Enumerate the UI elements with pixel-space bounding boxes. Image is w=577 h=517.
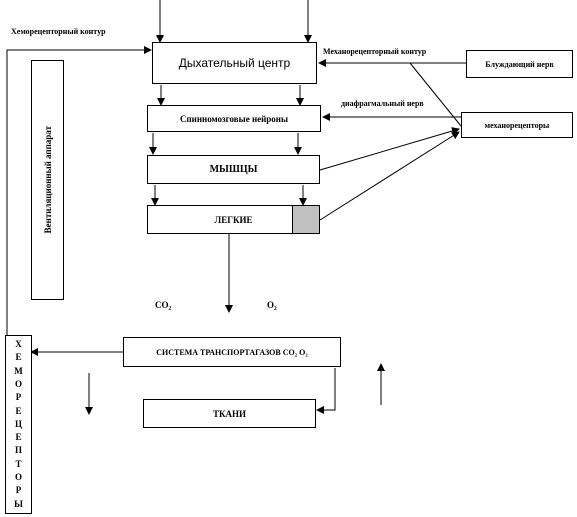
chemoreceptors-letter: Р (15, 485, 22, 496)
phrenic-nerve-label: диафрагмальный нерв (341, 99, 424, 108)
transport-system-label: СИСТЕМА ТРАНСПОРТАГАЗОВ CO₂ O₂ (156, 347, 308, 357)
chemoreceptors-letter: Т (15, 458, 22, 469)
muscles-box: МЫШЦЫ (147, 155, 320, 184)
muscles-label: МЫШЦЫ (209, 164, 258, 175)
arrow-transport-tissues (316, 368, 336, 414)
chemoreceptors-letter: Е (15, 432, 22, 443)
chemo-contour-label: Хеморецепторный контур (11, 27, 106, 36)
spinal-neurons-label: Спинномозговые нейроны (179, 113, 289, 124)
chemo-loop (6, 46, 152, 335)
mechanoreceptors-label: механорецепторы (484, 120, 550, 130)
chemoreceptors-letter: Р (15, 392, 22, 403)
mechano-contour-label: Механорецепторный контур (323, 47, 427, 56)
lungs-gray-block (292, 206, 319, 233)
chemoreceptors-letter: П (14, 445, 22, 456)
chemoreceptors-letter: Ц (14, 418, 22, 429)
respiratory-center-label: Дыхательный центр (178, 56, 291, 70)
lungs-box: ЛЕГКИЕ (147, 205, 320, 234)
spinal-neurons-box: Спинномозговые нейроны (147, 105, 321, 132)
mechanoreceptors-box: механорецепторы (461, 112, 573, 138)
o2-label: O₂ (267, 300, 277, 310)
chemoreceptors-letter: О (14, 378, 22, 389)
ventilation-apparatus-box: Вентиляционный аппарат (31, 60, 64, 300)
chemoreceptors-letter: Х (15, 339, 22, 350)
transport-system-box: СИСТЕМА ТРАНСПОРТАГАЗОВ CO₂ O₂ (123, 337, 341, 367)
arrow-lungs-mech (319, 131, 460, 221)
chemoreceptors-letter: Е (15, 352, 22, 363)
chemoreceptors-letter: О (14, 472, 22, 483)
ventilation-apparatus-label: Вентиляционный аппарат (42, 126, 53, 234)
chemoreceptors-letter: М (14, 365, 23, 376)
vagus-nerve-box: Блуждающий нерв (466, 50, 573, 78)
tissues-box: ТКАНИ (143, 399, 316, 428)
arrow-muscles-mech (319, 127, 460, 171)
respiratory-center-box: Дыхательный центр (152, 42, 317, 84)
vagus-nerve-label: Блуждающий нерв (485, 59, 554, 69)
chemoreceptors-letter: Е (15, 405, 22, 416)
chemoreceptors-letter: Ы (14, 498, 23, 509)
tissues-label: ТКАНИ (212, 408, 247, 419)
arrow-mech-rc (409, 62, 462, 127)
co2-label: CO₂ (155, 300, 172, 310)
lungs-label: ЛЕГКИЕ (214, 214, 253, 225)
